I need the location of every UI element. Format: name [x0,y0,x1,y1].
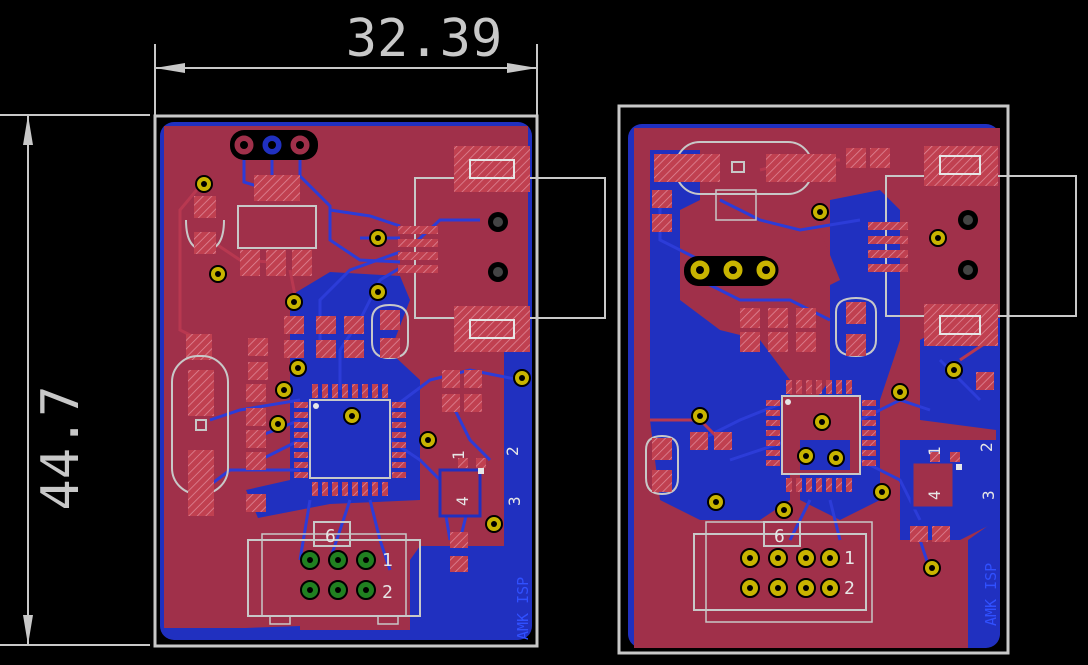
isp-connector-label: 6 [325,526,336,547]
ic-pin-4-label: 4 [453,496,472,506]
left-mcu [294,384,406,496]
regulator [237,175,317,276]
left-board: 1 2 3 4 6 1 2 [153,114,606,648]
right-isp-row1-label: 1 [844,548,855,569]
ic-pin-3-label: 3 [505,496,524,506]
width-dimension-label: 32.39 [346,9,503,69]
crystal [171,355,229,516]
dimension-width: 32.39 [154,9,538,118]
left-small-part [185,196,225,254]
right-board: 1 2 3 4 6 1 2 [617,104,1077,655]
left-isp-connector: 6 1 2 [247,521,421,625]
right-ic-pin-3-label: 3 [979,490,998,500]
right-vias [691,203,963,577]
isp-row2-label: 2 [382,582,393,603]
right-ic-pin-2-label: 2 [977,442,996,452]
left-vias [195,175,531,533]
right-isp-connector-label: 6 [774,526,785,547]
right-usb-connector [868,146,1077,346]
left-board-label: AMK ISP [514,577,532,640]
ic-pin-2-label: 2 [503,446,522,456]
ic-pin-1-label: 1 [449,450,468,460]
three-pin-header [230,130,318,160]
left-sot-ic: 1 2 3 4 [438,446,524,518]
right-ic-pin-1-label: 1 [925,446,944,456]
isp-row1-label: 1 [382,550,393,571]
right-board-label: AMK ISP [982,563,1000,626]
right-sot-ic: 1 2 3 4 [910,442,998,510]
right-three-pin-header [684,256,779,286]
right-board-outline [617,104,1010,655]
passives [186,303,482,572]
right-crystal [654,141,836,221]
left-board-outline [153,114,539,648]
right-isp-connector: 6 1 2 [693,521,873,623]
height-dimension-label: 44.7 [31,385,91,510]
right-isp-row2-label: 2 [844,578,855,599]
right-passives [645,148,994,542]
usb-connector [398,146,606,352]
right-ic-pin-4-label: 4 [925,490,944,500]
dimension-height: 44.7 [0,114,150,646]
